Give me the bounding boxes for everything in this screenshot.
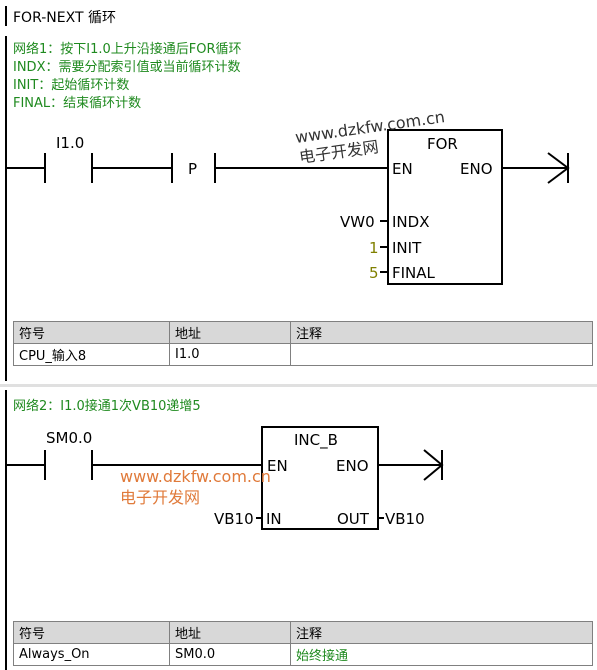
title-bar-mark	[5, 6, 7, 26]
page-title: FOR-NEXT 循环	[13, 10, 116, 26]
table-row: CPU_输入8 I1.0	[13, 343, 593, 366]
inc-pin-eno: ENO	[336, 457, 369, 475]
header-address: 地址	[169, 321, 291, 344]
cell-symbol: Always_On	[13, 643, 170, 666]
contact-i10-label: I1.0	[56, 134, 84, 152]
inc-pin-out: OUT	[337, 510, 370, 528]
for-pin-indx: INDX	[392, 213, 429, 231]
for-indx-value: VW0	[340, 213, 375, 231]
network1-comment-4: FINAL：结束循环计数	[13, 96, 142, 111]
table-row: Always_On SM0.0 始终接通	[13, 643, 593, 666]
network1-symbol-table: 符号 地址 注释 CPU_输入8 I1.0	[13, 321, 593, 366]
for-pin-en: EN	[392, 160, 413, 178]
inc-b-box	[261, 426, 379, 530]
inc-pin-in: IN	[266, 510, 282, 528]
network2-comment-1: 网络2：I1.0接通1次VB10递增5	[13, 399, 201, 414]
table-header-row: 符号 地址 注释	[13, 621, 593, 644]
network1-power-rail	[5, 36, 7, 381]
cell-symbol: CPU_输入8	[13, 343, 170, 366]
for-pin-final: FINAL	[392, 264, 436, 282]
header-comment: 注释	[290, 621, 593, 644]
for-final-value: 5	[369, 264, 379, 282]
network1-comment-3: INIT：起始循环计数	[13, 78, 130, 93]
table-header-row: 符号 地址 注释	[13, 321, 593, 344]
edge-p-label: P	[188, 160, 197, 178]
for-init-value: 1	[369, 239, 379, 257]
header-address: 地址	[169, 621, 291, 644]
cell-address: SM0.0	[169, 643, 291, 666]
header-symbol: 符号	[13, 321, 170, 344]
network2-symbol-table: 符号 地址 注释 Always_On SM0.0 始终接通	[13, 621, 593, 666]
watermark-url-2: www.dzkfw.com.cn	[120, 467, 271, 486]
cell-comment: 始终接通	[290, 643, 593, 666]
cell-address: I1.0	[169, 343, 291, 366]
header-comment: 注释	[290, 321, 593, 344]
cell-comment	[290, 343, 593, 366]
inc-in-value: VB10	[214, 510, 254, 528]
for-pin-eno: ENO	[460, 160, 493, 178]
network1-comment-1: 网络1：按下I1.0上升沿接通后FOR循环	[13, 42, 242, 57]
watermark-cn-2: 电子开发网	[120, 488, 200, 507]
contact-sm00-label: SM0.0	[46, 429, 92, 447]
inc-out-value: VB10	[385, 510, 425, 528]
inc-box-title: INC_B	[294, 431, 338, 450]
inc-pin-en: EN	[267, 457, 288, 475]
header-symbol: 符号	[13, 621, 170, 644]
for-box-title: FOR	[427, 135, 458, 153]
network-separator	[0, 384, 597, 387]
for-pin-init: INIT	[392, 239, 422, 257]
network1-comment-2: INDX：需要分配索引值或当前循环计数	[13, 60, 241, 75]
for-box	[387, 129, 503, 285]
network2-power-rail	[5, 390, 7, 670]
